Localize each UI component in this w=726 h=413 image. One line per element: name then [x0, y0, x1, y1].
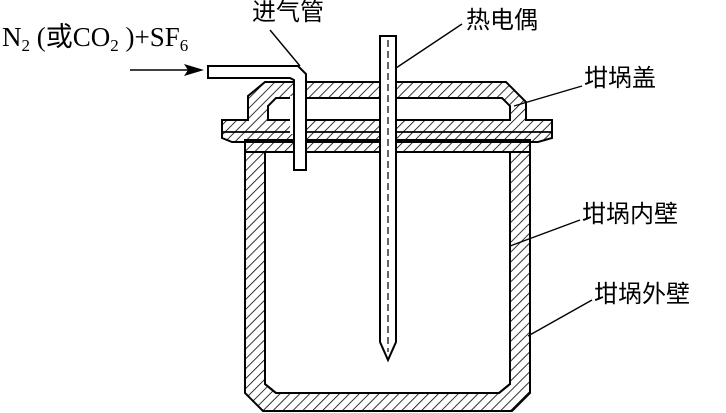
n2-subscript: 2 [21, 36, 31, 55]
crucible-inner-wall [264, 152, 511, 394]
gas-middle: (或CO [30, 22, 111, 52]
gas-suffix: )+SF [118, 22, 180, 52]
crucible-lid-label: 坩埚盖 [584, 64, 656, 92]
inner-wall-leader [509, 219, 581, 247]
sf6-subscript: 6 [179, 36, 189, 55]
thermocouple-leader [395, 23, 463, 69]
thermocouple [379, 35, 397, 363]
crucible-inner-wall-label: 坩埚内壁 [582, 200, 678, 228]
inlet-pipe-leader [269, 29, 301, 67]
thermocouple-label: 热电偶 [466, 6, 538, 34]
inlet-pipe-label: 进气管 [252, 0, 324, 26]
gas-prefix: N [2, 22, 22, 52]
gas-inlet-label: N2 (或CO2 )+SF6 [2, 22, 189, 55]
crucible-outer-wall-label: 坩埚外壁 [594, 280, 690, 308]
co2-subscript: 2 [110, 36, 119, 55]
gas-flow-arrow [130, 64, 204, 76]
outer-wall-leader [527, 299, 593, 337]
gas-inlet-pipe [207, 65, 307, 171]
lid-leader [513, 85, 583, 107]
